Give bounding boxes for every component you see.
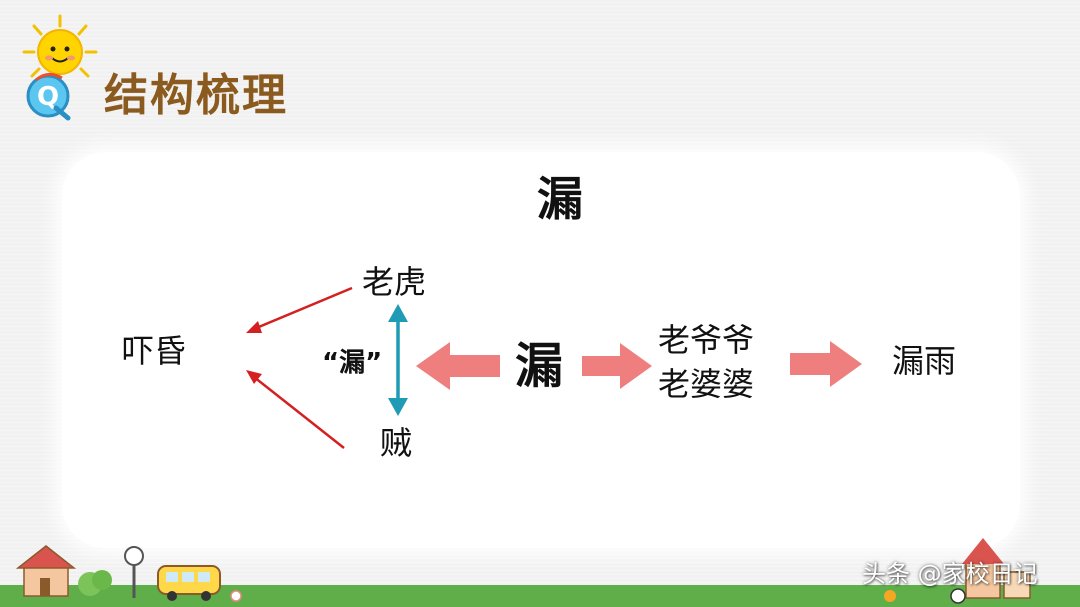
quoted-leak-label: “漏” <box>322 348 383 378</box>
center-leak-label: 漏 <box>515 338 564 394</box>
watermark-text: 头条 @家校日记 <box>862 560 1038 588</box>
center-to-quoted-leak-arrow <box>416 342 500 390</box>
ball-icon <box>950 588 966 604</box>
grandpa-label: 老爷爷 <box>658 321 755 359</box>
grandma-label: 老婆婆 <box>658 365 755 403</box>
tiger-thief-double-arrow <box>388 304 408 416</box>
flower-icon <box>230 590 242 602</box>
thief-to-frightened-arrow <box>246 370 345 449</box>
tiger-to-frightened-arrow <box>246 286 353 333</box>
bush-icon <box>78 570 112 596</box>
diagram-top-title: 漏 <box>537 172 583 226</box>
svg-text:Q: Q <box>37 82 59 112</box>
center-to-grandparents-arrow <box>582 343 652 389</box>
diagram-panel <box>62 152 1020 548</box>
castle-icon <box>962 538 1031 599</box>
grandparents-to-rain-arrow <box>790 341 862 387</box>
sun-q-logo: Q <box>18 12 102 126</box>
house-icon <box>15 545 77 597</box>
frightened-label: 吓昏 <box>122 332 187 370</box>
school-bus-icon <box>157 565 221 601</box>
page-title: 结构梳理 <box>104 70 288 121</box>
thief-label: 贼 <box>380 424 413 462</box>
leaking-rain-label: 漏雨 <box>892 342 957 380</box>
bus-stop-sign-icon <box>124 546 144 598</box>
pinwheel-icon <box>884 590 896 602</box>
grass-ground <box>0 585 1080 607</box>
tiger-label: 老虎 <box>362 263 427 301</box>
